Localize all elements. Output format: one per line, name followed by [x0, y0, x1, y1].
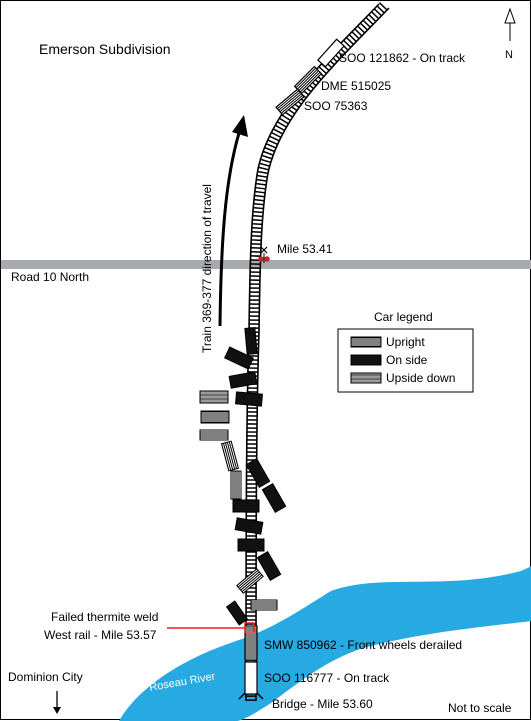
bridge-marker — [238, 692, 264, 700]
car-label-soo121862: SOO 121862 - On track — [339, 51, 466, 65]
smw850962-label: SMW 850962 - Front wheels derailed — [264, 638, 462, 652]
derailed-car — [245, 458, 271, 488]
failed-weld-marker — [167, 622, 255, 633]
legend-swatch-upright — [350, 336, 382, 348]
car-soo121862 — [317, 38, 345, 68]
direction-arrow — [218, 115, 248, 327]
derailed-car — [261, 483, 287, 513]
derailed-car — [228, 371, 258, 389]
bridge-label: Bridge - Mile 53.60 — [272, 697, 373, 711]
legend-label-upside-down: Upside down — [386, 371, 455, 385]
car-label-soo75363: SOO 75363 — [304, 99, 368, 113]
derailed-car — [234, 391, 264, 407]
crossing-signal-icon — [258, 246, 270, 263]
legend-label-upright: Upright — [386, 335, 425, 349]
soo116777-label: SOO 116777 - On track — [264, 671, 390, 685]
direction-label: Train 369-377 direction of travel — [200, 184, 214, 353]
dominion-city-label: Dominion City — [8, 670, 83, 684]
derailed-car — [230, 470, 242, 500]
car-label-dme515025: DME 515025 — [321, 79, 391, 93]
legend-label-on-side: On side — [386, 353, 428, 367]
derailed-car — [199, 390, 229, 404]
roseau-river — [119, 566, 531, 721]
scale-note: Not to scale — [448, 701, 512, 715]
car-soo116777 — [244, 661, 258, 695]
failed-weld-label-1: Failed thermite weld — [51, 610, 158, 624]
derailed-car — [250, 599, 278, 611]
derailed-car — [200, 410, 230, 424]
derailed-car — [244, 327, 258, 355]
diagram-title: Emerson Subdivision — [39, 41, 171, 57]
legend-swatch-on-side — [350, 354, 382, 366]
legend-swatch-upside-down — [350, 372, 382, 384]
road-10-north — [1, 260, 531, 269]
derailed-car — [232, 499, 260, 513]
legend-title: Car legend — [374, 310, 433, 324]
car-smw850962 — [244, 625, 258, 661]
derailed-car — [199, 429, 229, 441]
derailed-car — [220, 440, 240, 472]
car-soo75363 — [275, 88, 305, 116]
derailed-car — [236, 568, 264, 594]
derailed-car — [237, 538, 265, 552]
failed-weld-label-2: West rail - Mile 53.57 — [44, 628, 157, 642]
north-label: N — [505, 49, 513, 61]
car-legend — [337, 328, 474, 393]
derailed-car — [256, 551, 282, 581]
road-label: Road 10 North — [11, 270, 89, 284]
derailed-cars — [199, 327, 287, 626]
derailed-car — [225, 600, 249, 626]
crossing-label: Mile 53.41 — [277, 242, 333, 256]
derailed-car — [224, 346, 254, 370]
derailed-car — [234, 517, 264, 535]
north-arrow-icon — [504, 7, 516, 41]
down-arrow-icon — [53, 691, 61, 714]
